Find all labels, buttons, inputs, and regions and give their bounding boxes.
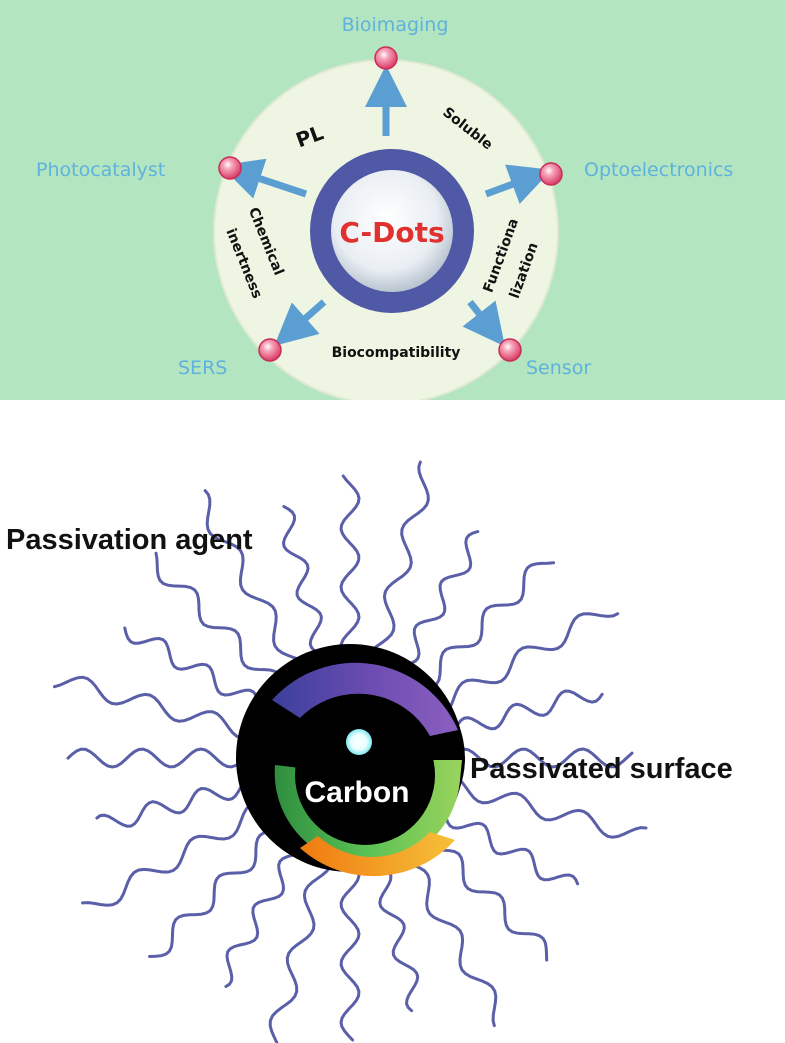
- passivation-chain: [203, 489, 307, 665]
- passivation-chain: [426, 561, 556, 690]
- passivation-chain: [123, 626, 261, 707]
- passivation-chain: [52, 675, 249, 740]
- passivation-chain: [443, 612, 620, 715]
- arrow-sensor: [462, 299, 505, 347]
- label-bioimaging: Bioimaging: [342, 14, 449, 36]
- passivation-chain: [268, 860, 333, 1043]
- passivation-chains: [52, 460, 648, 1043]
- node-optoelectronics: [539, 162, 563, 186]
- carbon-dot-structure-diagram: Carbon Passivation agent Passivated surf…: [0, 400, 785, 1043]
- label-sers: SERS: [178, 357, 227, 379]
- core-glow: [346, 729, 372, 755]
- passivation-chain: [398, 530, 480, 668]
- carbon-label: Carbon: [305, 776, 410, 809]
- c-dots-applications-diagram: C-Dots Bioimaging Photocatalyst Optoelec…: [0, 0, 785, 400]
- center-core: [331, 170, 453, 292]
- label-sensor: Sensor: [526, 357, 591, 379]
- passivation-chain: [393, 851, 498, 1028]
- passivation-chain: [148, 829, 277, 958]
- label-optoelectronics: Optoelectronics: [584, 159, 733, 181]
- passivation-chain: [66, 747, 247, 769]
- arrow-photocatalyst: [220, 158, 308, 199]
- passivation-chain: [420, 833, 549, 962]
- arrow-sers: [274, 299, 327, 346]
- c-dots-applications-svg: C-Dots Bioimaging Photocatalyst Optoelec…: [36, 14, 733, 400]
- surface-band-top: [272, 662, 458, 736]
- passivation-chain: [224, 850, 305, 988]
- center-label: C-Dots: [339, 216, 444, 249]
- label-photocatalyst: Photocatalyst: [36, 159, 165, 181]
- passivation-chain: [339, 474, 361, 655]
- node-bioimaging: [374, 46, 398, 70]
- passivation-agent-label: Passivation agent: [6, 524, 253, 556]
- passivation-chain: [453, 747, 634, 769]
- passivation-chain: [450, 689, 604, 736]
- carbon-core: [295, 705, 435, 845]
- property-biocompatibility: Biocompatibility: [332, 345, 461, 361]
- node-sensor: [498, 338, 522, 362]
- arrow-optoelectronics: [484, 164, 552, 204]
- passivated-surface-label: Passivated surface: [470, 753, 733, 785]
- passivation-chain: [367, 460, 430, 656]
- passivation-chain: [441, 804, 580, 886]
- passivation-chain: [452, 775, 648, 839]
- passivation-chain: [281, 505, 326, 658]
- passivation-chain: [339, 861, 361, 1042]
- node-sers: [258, 338, 282, 362]
- passivation-chain: [154, 551, 283, 680]
- surface-band-bottom: [300, 832, 455, 877]
- passivation-chain: [95, 776, 249, 828]
- node-photocatalyst: [218, 156, 242, 180]
- surface-band-middle: [274, 760, 462, 866]
- passivation-chain: [81, 801, 257, 907]
- passivation-chain: [370, 859, 420, 1013]
- carbon-dot-structure-svg: Carbon Passivation agent Passivated surf…: [6, 460, 733, 1043]
